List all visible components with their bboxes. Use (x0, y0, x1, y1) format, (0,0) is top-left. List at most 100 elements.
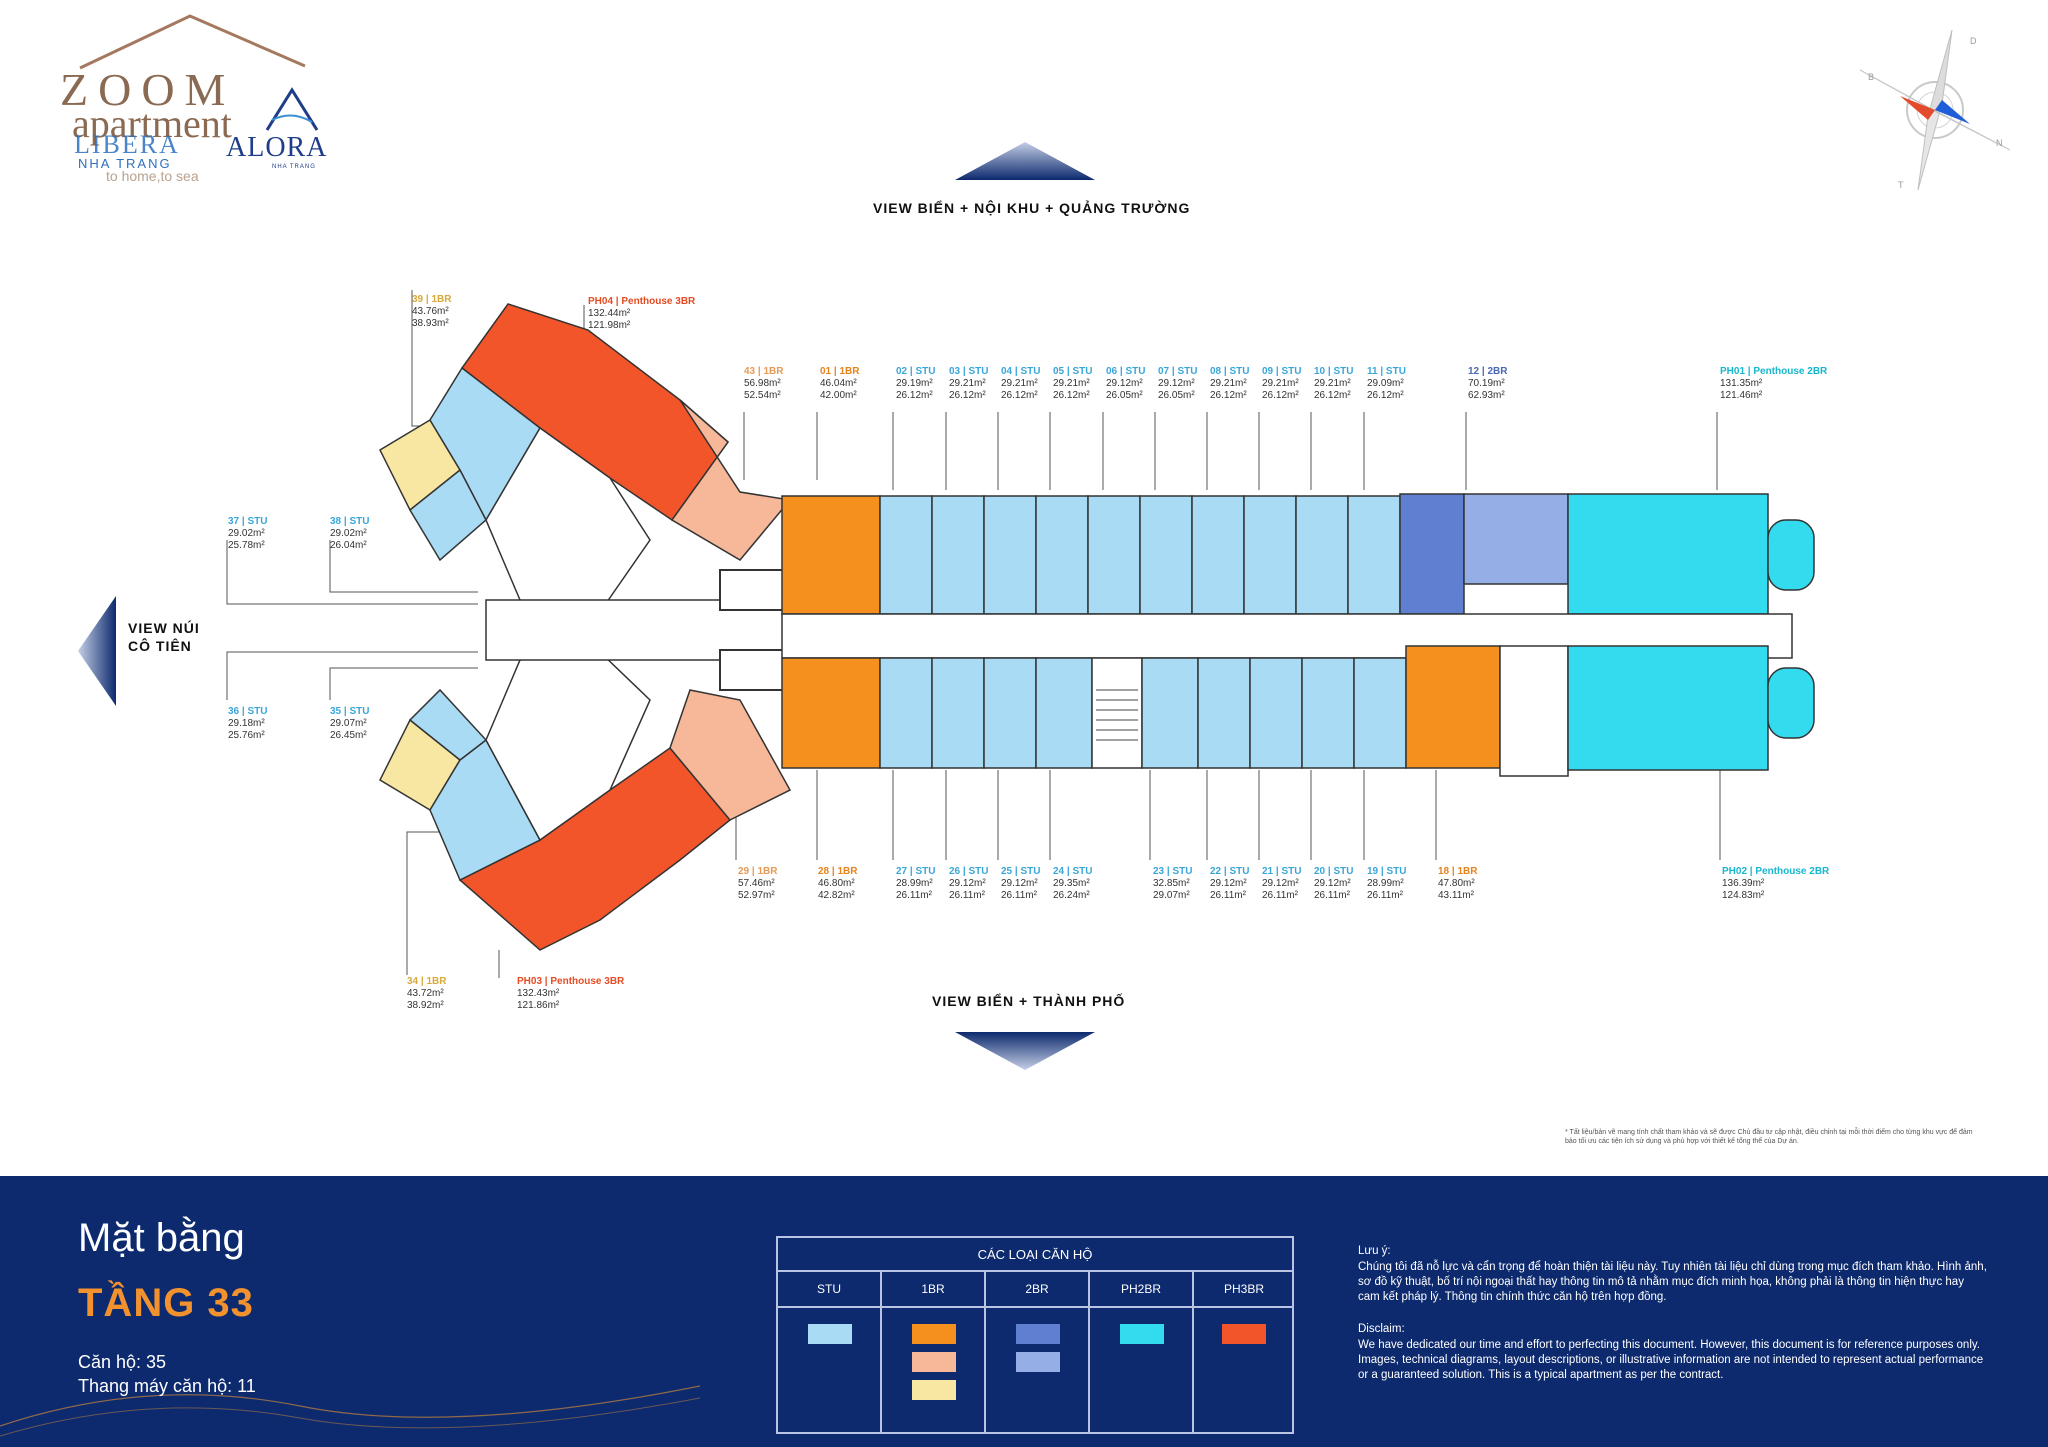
unit-12-b[interactable] (1463, 493, 1569, 585)
unit-25[interactable] (983, 657, 1037, 769)
unit-label-name: 24 | STU (1053, 866, 1093, 877)
unit-label-name: 02 | STU (896, 366, 936, 377)
unit-ph01-balcony[interactable] (1767, 519, 1815, 591)
unit-label-area-gross: 29.12m² (949, 878, 986, 889)
unit-28[interactable] (781, 657, 881, 769)
unit-label-area-net: 52.54m² (744, 390, 781, 401)
unit-19[interactable] (1353, 657, 1407, 769)
legend-swatch-ph3br (1222, 1324, 1266, 1344)
unit-22[interactable] (1197, 657, 1251, 769)
unit-label-area-net: 26.11m² (1262, 890, 1298, 901)
legend-swatch-ph2br (1120, 1324, 1164, 1344)
unit-23[interactable] (1141, 657, 1199, 769)
unit-21[interactable] (1249, 657, 1303, 769)
unit-06[interactable] (1087, 495, 1141, 615)
stair-icon (1096, 689, 1138, 741)
legend-title: CÁC LOẠI CĂN HỘ (778, 1238, 1292, 1272)
unit-24[interactable] (1035, 657, 1093, 769)
unit-07[interactable] (1139, 495, 1193, 615)
logo-project-libera-city: NHA TRANG (78, 156, 172, 171)
floor-plan (226, 290, 1815, 978)
unit-01[interactable] (781, 495, 881, 615)
unit-label-area-net: 26.11m² (896, 890, 932, 901)
unit-label-name: 09 | STU (1262, 366, 1302, 377)
disclaim-title: Disclaim: (1358, 1323, 1405, 1335)
unit-label-area-gross: 43.72m² (407, 988, 444, 999)
unit-10[interactable] (1295, 495, 1349, 615)
unit-label-name: 21 | STU (1262, 866, 1302, 877)
unit-12-a[interactable] (1399, 493, 1465, 615)
unit-03[interactable] (931, 495, 985, 615)
unit-ph02-balcony[interactable] (1767, 667, 1815, 739)
logo-project-alora: ALORA (226, 132, 328, 163)
logo-brand: ZOOM (60, 64, 236, 115)
legend-col-stu: STU (778, 1272, 882, 1432)
unit-label-area-gross: 43.76m² (412, 306, 449, 317)
unit-label-area-gross: 28.99m² (1367, 878, 1404, 889)
unit-18[interactable] (1405, 645, 1501, 769)
unit-label-area-gross: 29.12m² (1106, 378, 1143, 389)
legend-swatch-1br-peach (912, 1352, 956, 1372)
unit-label-area-gross: 29.21m² (1053, 378, 1090, 389)
unit-label-name: 36 | STU (228, 706, 268, 717)
unit-label-area-gross: 29.18m² (228, 718, 265, 729)
unit-label-name: 12 | 2BR (1468, 366, 1508, 377)
legend-col-label: 2BR (986, 1272, 1088, 1308)
unit-label-area-gross: 132.43m² (517, 988, 560, 999)
compass-t: T (1898, 180, 1904, 190)
unit-11[interactable] (1347, 495, 1401, 615)
unit-ph01[interactable] (1567, 493, 1769, 615)
unit-05[interactable] (1035, 495, 1089, 615)
view-arrow-left-icon (78, 596, 116, 706)
unit-label-name: 03 | STU (949, 366, 989, 377)
unit-label-area-net: 26.45m² (330, 730, 367, 741)
row-top (781, 493, 1815, 615)
unit-09[interactable] (1243, 495, 1297, 615)
unit-label-area-net: 26.11m² (1210, 890, 1246, 901)
unit-label-area-net: 42.00m² (820, 390, 857, 401)
unit-label-area-net: 26.12m² (896, 390, 933, 401)
logo-project-libera: LIBERA (74, 130, 180, 159)
core-right (1499, 645, 1569, 777)
unit-label-area-net: 52.97m² (738, 890, 775, 901)
unit-label-area-net: 38.92m² (407, 1000, 444, 1011)
unit-43[interactable] (670, 399, 792, 561)
legend-swatch-1br-yellow (912, 1380, 956, 1400)
unit-label-area-gross: 29.12m² (1314, 878, 1351, 889)
unit-20[interactable] (1301, 657, 1355, 769)
legend-swatch-1br-orange (912, 1324, 956, 1344)
unit-26[interactable] (931, 657, 985, 769)
note-vietnamese: Chúng tôi đã nỗ lực và cẩn trọng để hoàn… (1358, 1261, 1987, 1303)
unit-label-area-gross: 29.21m² (1314, 378, 1351, 389)
unit-label-area-gross: 57.46m² (738, 878, 775, 889)
unit-27[interactable] (879, 657, 933, 769)
legend-box: CÁC LOẠI CĂN HỘ STU 1BR 2BR PH2BR PH3BR (776, 1236, 1294, 1434)
unit-04[interactable] (983, 495, 1037, 615)
unit-label-area-net: 26.12m² (949, 390, 986, 401)
logo-wave-icon (265, 87, 319, 131)
unit-02[interactable] (879, 495, 933, 615)
unit-label-name: 18 | 1BR (1438, 866, 1478, 877)
unit-ph02[interactable] (1567, 645, 1769, 771)
unit-08[interactable] (1191, 495, 1245, 615)
unit-label-name: 39 | 1BR (412, 294, 452, 305)
unit-label-area-net: 25.78m² (228, 540, 265, 551)
unit-29[interactable] (669, 689, 792, 821)
unit-label-name: PH04 | Penthouse 3BR (588, 296, 696, 307)
